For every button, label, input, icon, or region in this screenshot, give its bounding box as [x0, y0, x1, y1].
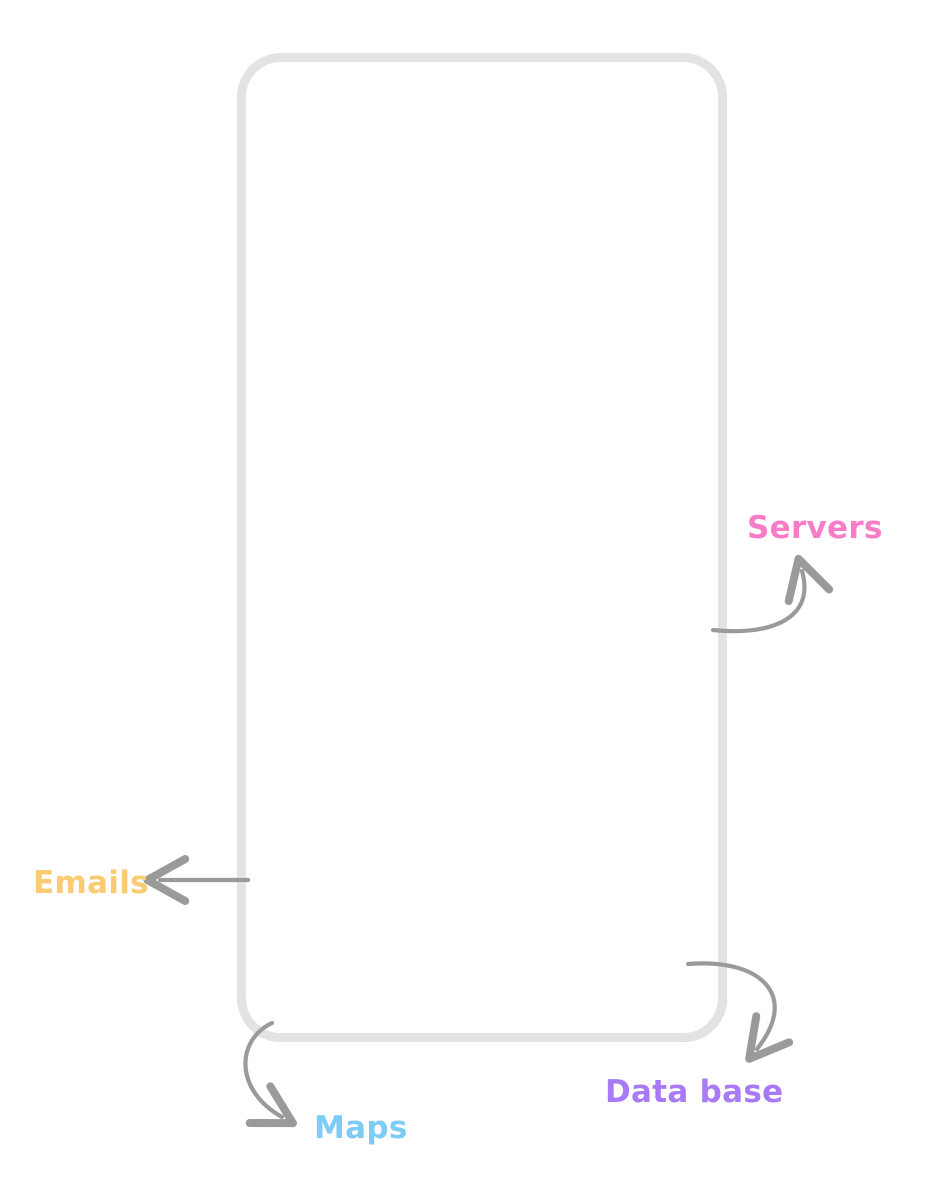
label-servers: Servers [747, 510, 883, 546]
label-database: Data base [605, 1074, 784, 1110]
phone-outline [237, 53, 727, 1042]
label-maps: Maps [314, 1110, 408, 1146]
label-emails: Emails [33, 865, 149, 901]
